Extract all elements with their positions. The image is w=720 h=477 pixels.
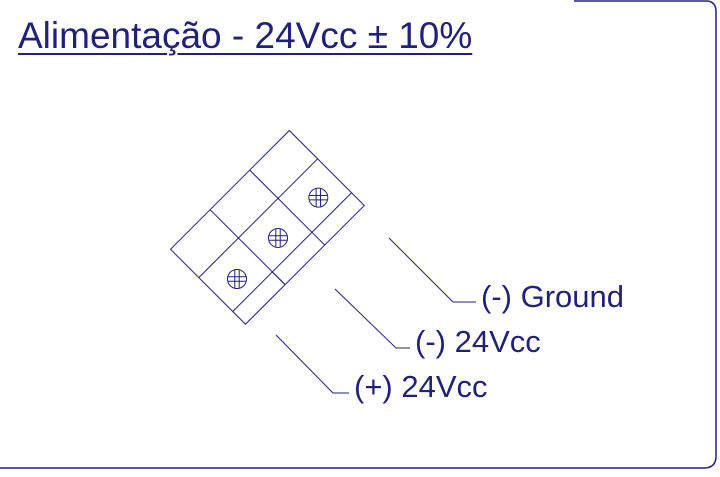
terminal-label-positive: (+) 24Vcc	[354, 369, 488, 404]
terminal-label-ground: (-) Ground	[481, 279, 624, 314]
terminal-block	[169, 129, 365, 325]
cell-tab-1	[272, 271, 286, 286]
block-ridge	[198, 158, 318, 278]
cell-separator-2	[249, 169, 326, 246]
block-outline	[169, 129, 365, 325]
block-divider	[232, 192, 352, 312]
panel-frame	[0, 0, 717, 469]
screw-icon	[308, 187, 329, 208]
leader-negative	[334, 288, 410, 349]
leader-positive	[275, 334, 349, 394]
screw-icon	[227, 269, 247, 289]
terminal-label-negative: (-) 24Vcc	[415, 324, 541, 359]
screw-icon	[268, 227, 289, 248]
leader-ground	[388, 237, 476, 303]
page-title: Alimentação - 24Vcc ± 10%	[18, 15, 473, 56]
